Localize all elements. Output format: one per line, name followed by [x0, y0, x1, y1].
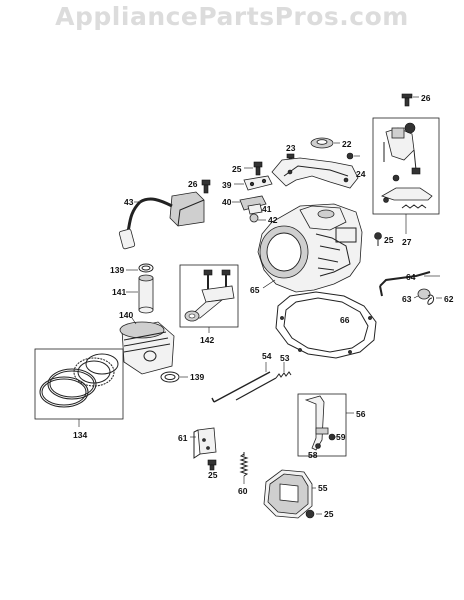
- part-ignition-coil-43: [118, 191, 205, 250]
- callout-labels: 26 22 23 25 24 39 26 43 40 41 42 25 27 1…: [73, 93, 454, 519]
- callout-56: 56: [356, 409, 366, 419]
- part-bushing-63: [413, 288, 431, 300]
- callout-62: 62: [444, 294, 454, 304]
- callout-58: 58: [308, 450, 318, 460]
- callout-27: 27: [402, 237, 412, 247]
- callout-25a: 25: [232, 164, 242, 174]
- callout-25c: 25: [208, 470, 218, 480]
- part-spring-60: [239, 452, 249, 484]
- callout-53: 53: [280, 353, 290, 363]
- part-screw-26: [401, 93, 419, 107]
- callout-61: 61: [178, 433, 188, 443]
- part-baffle-24: [271, 152, 360, 189]
- callout-22: 22: [342, 139, 352, 149]
- callout-40: 40: [222, 197, 232, 207]
- part-piston-pin-141: [126, 274, 154, 314]
- callout-43: 43: [124, 197, 134, 207]
- part-gasket-66: [275, 291, 377, 359]
- part-screw-25c: [207, 459, 217, 471]
- callout-25d: 25: [324, 509, 334, 519]
- part-screw-25d: [305, 509, 322, 519]
- callout-142: 142: [200, 335, 214, 345]
- callout-64: 64: [406, 272, 416, 282]
- part-group-box-134: [34, 348, 124, 427]
- callout-42: 42: [268, 215, 278, 225]
- part-gasket-40: [232, 195, 267, 211]
- part-group-box-56: [297, 393, 354, 457]
- part-rod-54: [211, 362, 271, 403]
- part-plate-39: [234, 175, 273, 191]
- callout-134: 134: [73, 430, 87, 440]
- part-clip-62: [427, 294, 442, 305]
- part-group-box-27: [372, 117, 440, 234]
- callout-141: 141: [112, 287, 126, 297]
- callout-39: 39: [222, 180, 232, 190]
- callout-26a: 26: [421, 93, 431, 103]
- callout-54: 54: [262, 351, 272, 361]
- callout-26b: 26: [188, 179, 198, 189]
- part-group-box-142: [179, 264, 239, 333]
- part-seal-22: [310, 137, 340, 149]
- callout-65: 65: [250, 285, 260, 295]
- part-clip-139b: [160, 371, 188, 383]
- part-plug-42: [249, 213, 266, 223]
- callout-55: 55: [318, 483, 328, 493]
- callout-25b: 25: [384, 235, 394, 245]
- callout-140: 140: [119, 310, 133, 320]
- watermark: AppliancePartsPros.com: [55, 2, 409, 31]
- part-piston-140: [119, 317, 175, 375]
- part-air-filter-55: [263, 469, 316, 519]
- part-cylinder-block-65: [257, 203, 363, 293]
- callout-139b: 139: [190, 372, 204, 382]
- callout-41: 41: [262, 204, 272, 214]
- callout-59: 59: [336, 432, 346, 442]
- part-screw-26b: [201, 179, 211, 194]
- part-clip-139a: [126, 263, 154, 273]
- callout-66: 66: [340, 315, 350, 325]
- part-plate-41: [247, 203, 263, 215]
- part-screw-25a: [244, 161, 263, 176]
- part-rod-64: [379, 271, 440, 297]
- callout-60: 60: [238, 486, 248, 496]
- callout-24: 24: [356, 169, 366, 179]
- part-bracket-61: [190, 427, 217, 459]
- part-screw-25b: [374, 232, 382, 246]
- callout-139a: 139: [110, 265, 124, 275]
- callout-63: 63: [402, 294, 412, 304]
- callout-23: 23: [286, 143, 296, 153]
- part-spring-53: [235, 362, 292, 401]
